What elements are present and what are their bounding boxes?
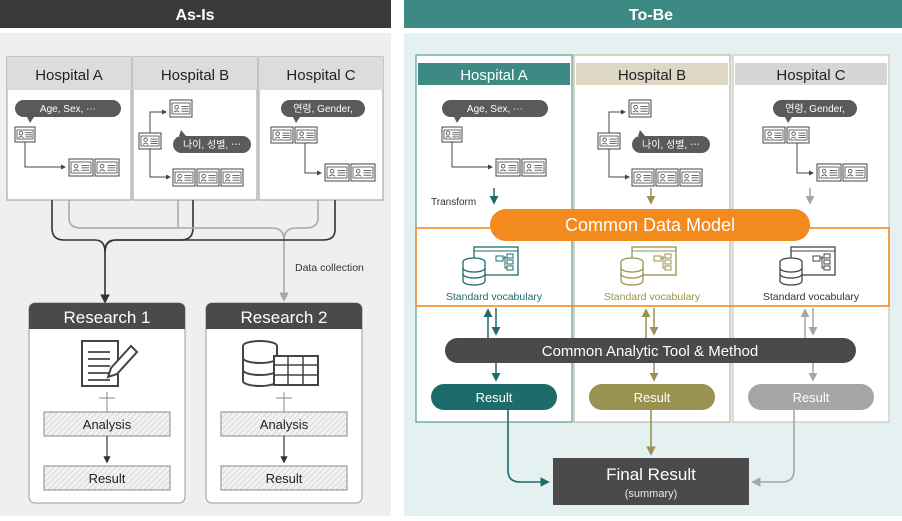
asis-hospital-c: Hospital C 연령, Gender, [258,56,384,201]
cdm-pill [490,209,810,241]
record-icon [172,168,196,187]
record-icon [786,126,810,144]
final-result-box [553,458,749,505]
database-table-icon [242,340,319,387]
final-result-title: Final Result [606,465,696,484]
bubble [281,100,365,117]
bubble [632,136,710,153]
bubble [442,100,548,117]
record-icon [169,99,193,118]
result-label: Result [266,471,303,486]
asis-header-bar [0,0,391,28]
tobe-result-b: Result [589,308,715,410]
vocabulary-database-icon [779,246,836,286]
final-arrows [507,410,795,487]
analysis-label: Analysis [83,417,132,432]
asis-hospital-a: Hospital A Age, Sex, ⋯ [6,56,132,201]
standard-vocabulary-b: Standard vocabulary [604,246,701,303]
bubble-text: Age, Sex, ⋯ [467,104,523,115]
record-icon [441,126,463,143]
analytic-tool-label: Common Analytic Tool & Method [542,343,759,360]
research-title: Research 1 [64,308,151,327]
hospital-name: Hospital A [460,67,528,84]
result-label: Result [476,390,513,405]
record-icon [324,163,350,182]
record-icon [628,99,652,118]
result-label: Result [89,471,126,486]
bubble-text: 연령, Gender, [785,103,845,115]
record-icon [294,126,318,144]
tobe-result-a: Result [431,308,557,410]
data-collection-label: Data collection [295,262,364,274]
record-icon [68,158,94,177]
vocabulary-database-icon [620,246,677,286]
transform-label: Transform [431,197,476,208]
record-icon [270,126,294,144]
analysis-label: Analysis [260,417,309,432]
asis-hospital-b: Hospital B 나이, 성별, ⋯ [132,56,258,201]
tobe-header-bar [404,0,902,28]
record-icon [816,163,842,182]
hospital-name: Hospital B [618,67,686,84]
bubble-text: 연령, Gender, [293,103,353,115]
asis-header: As-Is [175,7,214,24]
record-icon [842,163,868,182]
bubble-text: 나이, 성별, ⋯ [183,139,241,151]
result-box [43,465,171,491]
bubble [15,100,121,117]
standard-vocabulary-a: Standard vocabulary [446,246,543,303]
standard-vocabulary-c: Standard vocabulary [763,246,860,303]
hospital-name: Hospital A [35,67,103,84]
result-box [220,465,348,491]
bubble [173,136,251,153]
record-icon [350,163,376,182]
research-title: Research 2 [241,308,328,327]
vocabulary-label: Standard vocabulary [446,291,543,303]
cdm-label: Common Data Model [565,215,735,235]
analytic-tool-bar [445,338,856,363]
record-icon [762,126,786,144]
record-icon [521,158,547,177]
vocabulary-label: Standard vocabulary [604,291,701,303]
final-result-subtitle: (summary) [625,488,678,500]
record-icon [631,168,655,187]
vocabulary-database-icon [462,246,519,286]
hospital-name: Hospital C [776,67,845,84]
tobe-header: To-Be [629,7,673,24]
bubble [773,100,857,117]
asis-collection-lines [51,200,336,304]
tobe-result-c: Result [748,308,874,410]
record-icon [14,126,36,143]
record-icon [495,158,521,177]
record-icon [679,168,703,187]
record-icon [196,168,220,187]
record-icon [220,168,244,187]
bubble-text: 나이, 성별, ⋯ [642,139,700,151]
record-icon [597,132,621,150]
result-label: Result [634,390,671,405]
record-icon [94,158,120,177]
analysis-box [43,411,171,437]
hospital-name: Hospital C [286,67,355,84]
record-icon [655,168,679,187]
vocabulary-label: Standard vocabulary [763,291,860,303]
document-pen-icon [81,340,139,387]
hospital-name: Hospital B [161,67,229,84]
bubble-text: Age, Sex, ⋯ [40,104,96,115]
record-icon [138,132,162,150]
result-label: Result [793,390,830,405]
analysis-box [220,411,348,437]
